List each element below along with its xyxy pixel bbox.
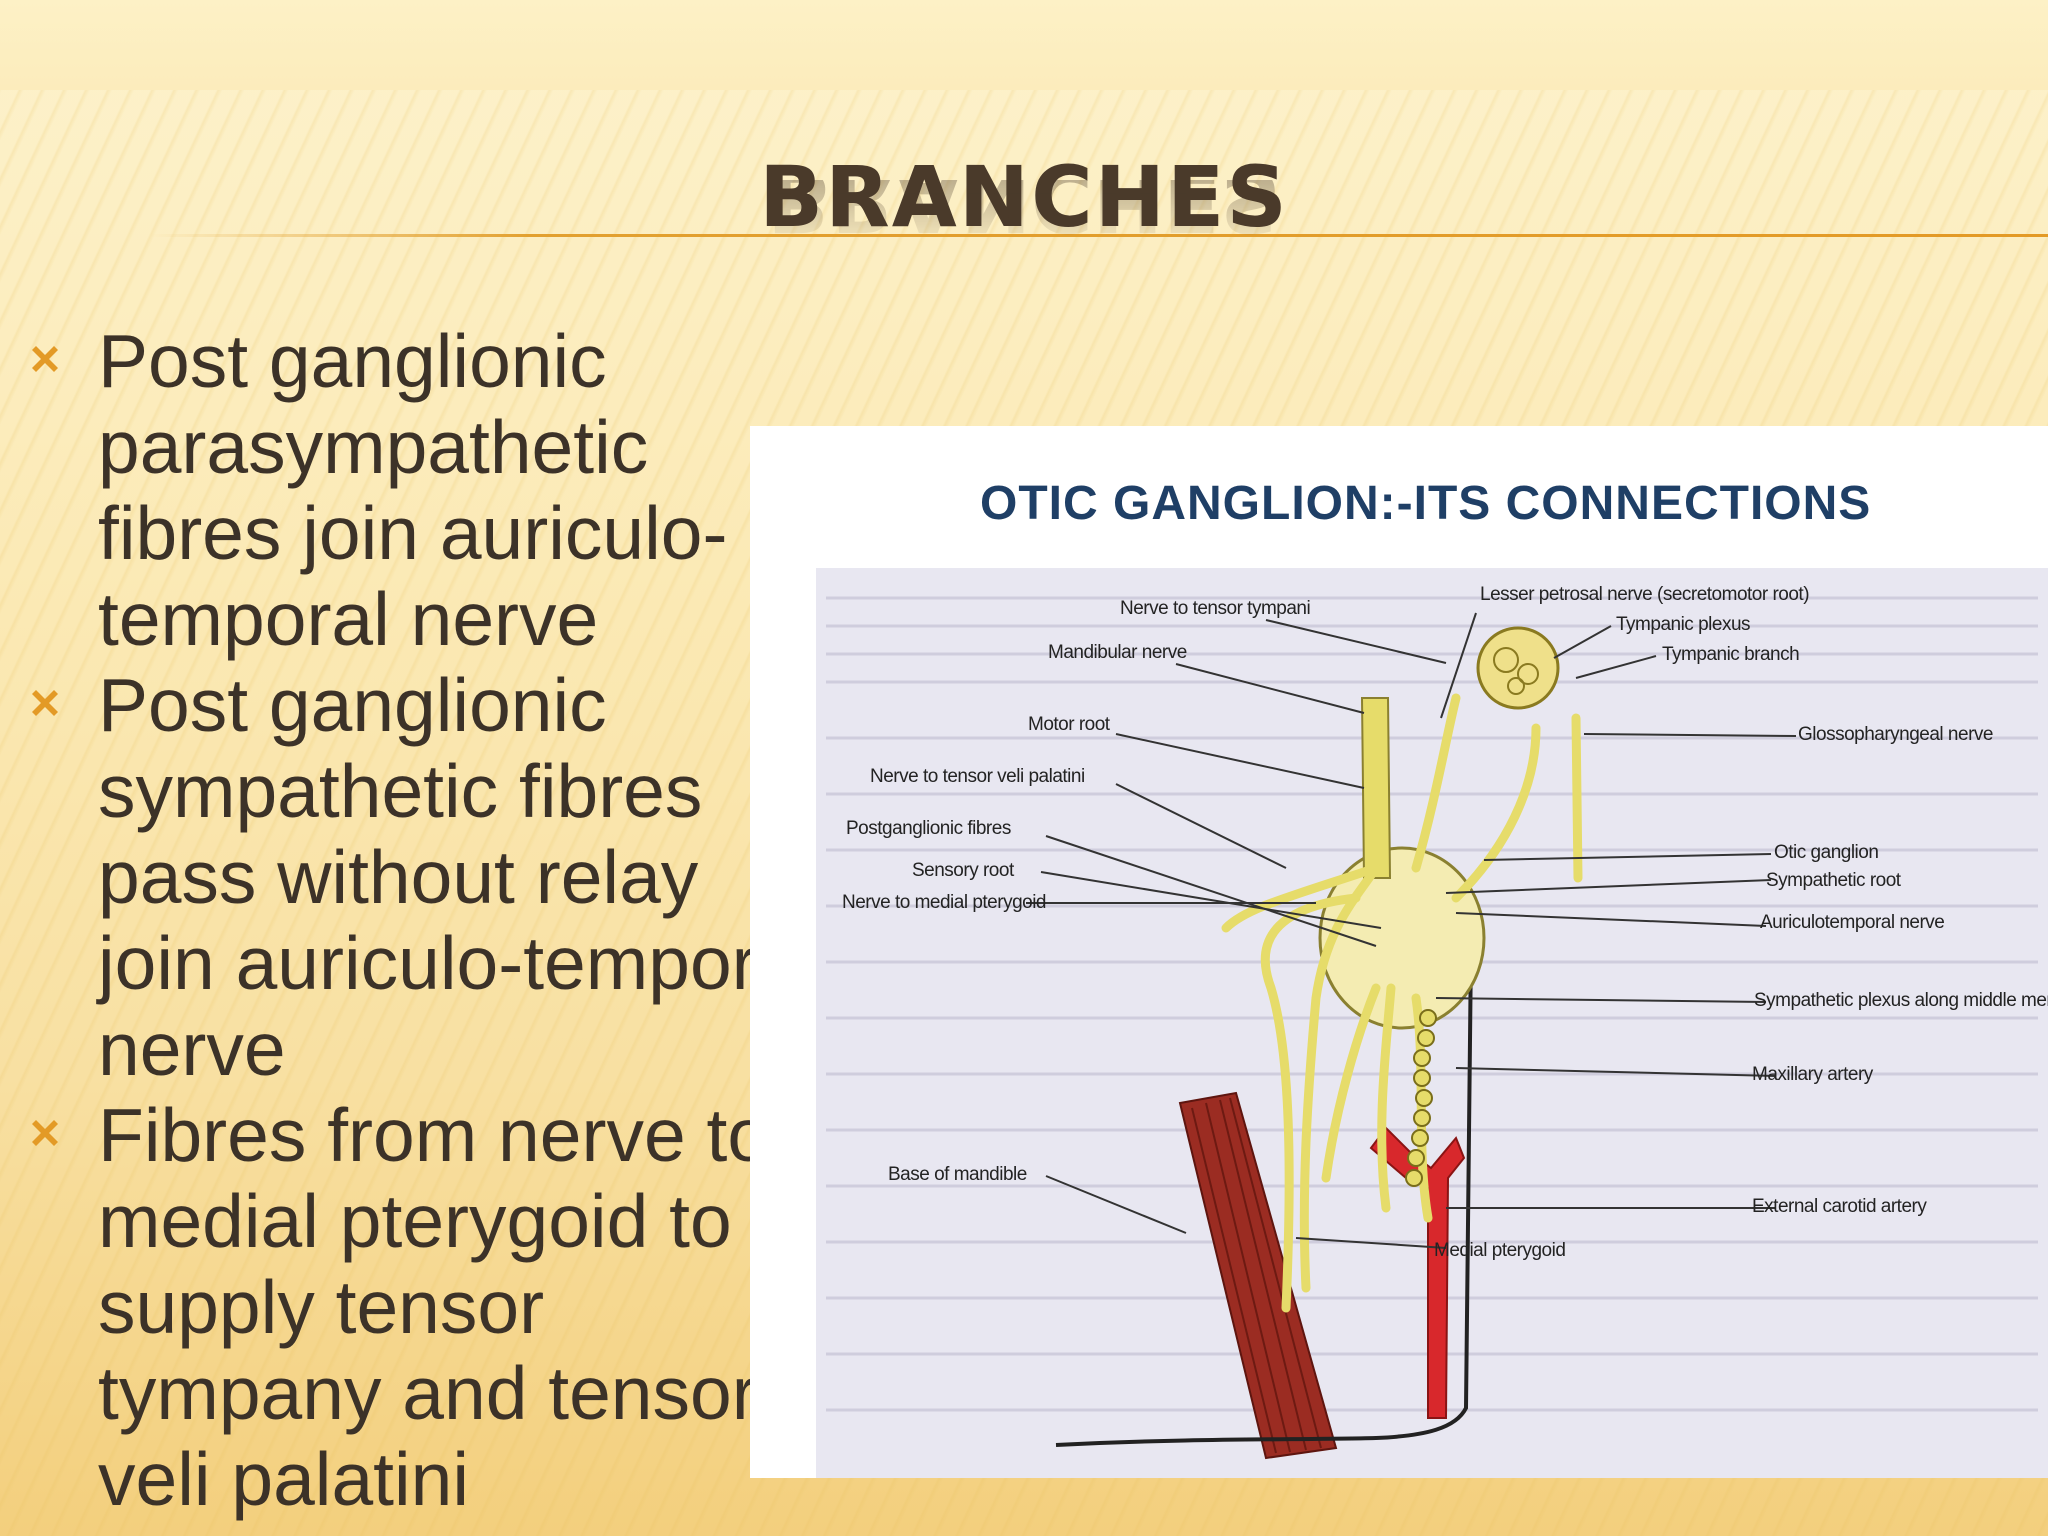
bullet-line: medial pterygoid to	[98, 1179, 732, 1263]
title-rule	[150, 234, 2048, 237]
bullet-line: parasympathetic	[98, 405, 649, 489]
bullet-line: supply tensor	[98, 1265, 545, 1349]
label-otic-ganglion: Otic ganglion	[1774, 842, 1879, 863]
cross-mark-icon	[32, 690, 58, 716]
muscle-fibres	[1191, 1097, 1322, 1454]
leader-lines	[1026, 612, 1797, 1249]
slide-title: BRANCHES	[759, 148, 1289, 246]
label-tympanic-branch: Tympanic branch	[1662, 644, 1800, 665]
medial-pterygoid-muscle	[1178, 1091, 1338, 1460]
cross-mark-icon	[32, 1120, 58, 1146]
label-external-carotid-artery: External carotid artery	[1752, 1196, 1927, 1217]
label-sympathetic-root: Sympathetic root	[1766, 870, 1901, 891]
label-nerve-to-medial-pterygoid: Nerve to medial pterygoid	[842, 892, 1047, 913]
label-maxillary-artery: Maxillary artery	[1752, 1064, 1873, 1085]
sympathetic-plexus-beads	[1405, 1009, 1437, 1187]
bullet-line: Fibres from nerve to	[98, 1093, 770, 1177]
faint-text-lines	[826, 596, 2038, 1412]
label-sympathetic-plexus: Sympathetic plexus along middle meningea…	[1754, 990, 2048, 1011]
label-mandibular-nerve: Mandibular nerve	[1048, 642, 1187, 663]
bullet-item: Post ganglionic parasympathetic fibres j…	[20, 318, 880, 662]
base-of-mandible-line	[1055, 947, 1473, 1447]
bullet-line: pass without relay	[98, 835, 699, 919]
slide-top-band	[0, 0, 2048, 90]
bullet-line: Post ganglionic	[98, 319, 607, 403]
label-sensory-root: Sensory root	[912, 860, 1014, 881]
label-nerve-to-tensor-veli-palatini: Nerve to tensor veli palatini	[870, 766, 1085, 787]
bullet-line: Post ganglionic	[98, 663, 607, 747]
label-nerve-to-tensor-tympani: Nerve to tensor tympani	[1120, 598, 1311, 619]
mandibular-nerve-trunk	[1360, 697, 1392, 879]
bullet-line: temporal nerve	[98, 577, 599, 661]
nerve-branches	[1221, 693, 1583, 1313]
figure-title: OTIC GANGLION:-ITS CONNECTIONS	[980, 477, 1872, 530]
label-base-of-mandible: Base of mandible	[888, 1164, 1027, 1185]
bullet-list: Post ganglionic parasympathetic fibres j…	[20, 318, 880, 1522]
label-postganglionic-fibres: Postganglionic fibres	[846, 818, 1011, 839]
label-medial-pterygoid: Medial pterygoid	[1434, 1240, 1566, 1261]
bullet-line: nerve	[98, 1007, 286, 1091]
diagram-panel: Nerve to tensor tympani Lesser petrosal …	[816, 568, 2048, 1478]
slide-title-reflection: BRANCHES	[767, 180, 1281, 250]
bullet-item: Post ganglionic sympathetic fibres pass …	[20, 662, 880, 1092]
label-auriculotemporal-nerve: Auriculotemporal nerve	[1760, 912, 1945, 933]
bullet-line: join auriculo-temporal	[98, 921, 816, 1005]
label-lesser-petrosal-nerve: Lesser petrosal nerve (secretomotor root…	[1480, 584, 1810, 605]
otic-ganglion-figure: OTIC GANGLION:-ITS CONNECTIONS	[750, 426, 2048, 1478]
label-tympanic-plexus: Tympanic plexus	[1616, 614, 1751, 635]
label-motor-root: Motor root	[1028, 714, 1110, 735]
otic-ganglion-diagram	[826, 596, 2038, 1460]
bullet-line: veli palatini	[98, 1437, 470, 1521]
bullet-line: tympany and tensor	[98, 1351, 757, 1435]
tympanic-plexus	[1476, 626, 1560, 710]
plexus-coils	[1493, 647, 1539, 695]
label-glossopharyngeal-nerve: Glossopharyngeal nerve	[1798, 724, 1993, 745]
bullet-item: Fibres from nerve to medial pterygoid to…	[20, 1092, 880, 1522]
cross-mark-icon	[32, 346, 58, 372]
bullet-line: sympathetic fibres	[98, 749, 703, 833]
bullet-line: fibres join auriculo-	[98, 491, 728, 575]
